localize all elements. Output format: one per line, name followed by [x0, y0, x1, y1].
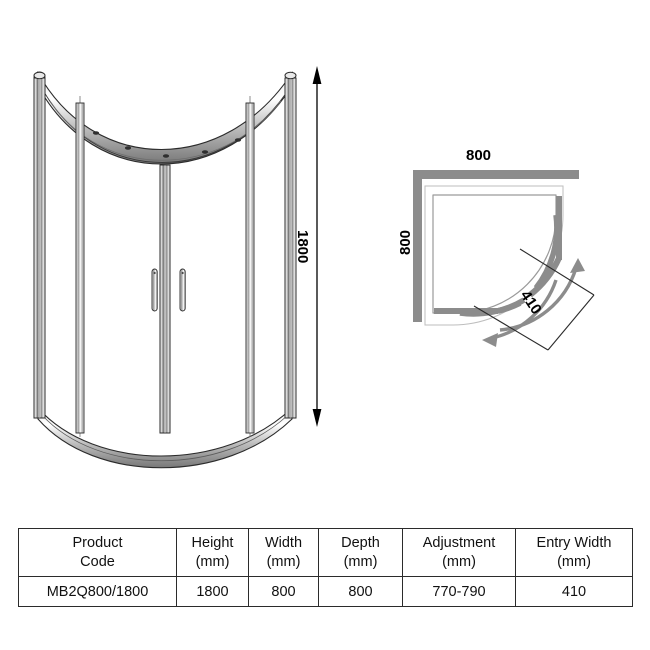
header-line-1: Product — [72, 535, 123, 552]
product-specification-table: Product Code Height (mm) Width (mm) Dept… — [18, 528, 633, 607]
plan-walls — [413, 170, 579, 322]
header-line-2: (mm) — [442, 553, 476, 570]
bottom-rail — [37, 406, 293, 469]
height-dimension-label: 1800 — [294, 230, 311, 264]
table-header-row: Product Code Height (mm) Width (mm) Dept… — [18, 528, 633, 577]
header-line-2: (mm) — [195, 553, 230, 570]
plan-door-arrow-down — [482, 279, 558, 347]
spec-table: Product Code Height (mm) Width (mm) Dept… — [18, 528, 633, 607]
door-handle-right — [179, 268, 186, 312]
header-line-1: Entry Width — [536, 535, 612, 552]
header-line-2: (mm) — [266, 553, 301, 570]
plan-view — [413, 170, 595, 351]
rail-rollers — [92, 131, 242, 158]
plan-width-dimension-label: 800 — [466, 147, 492, 164]
header-line-2: Code — [80, 553, 115, 570]
plan-depth-dimension-label: 800 — [397, 229, 414, 255]
header-line-2: (mm) — [343, 553, 378, 570]
entry-dimension-line — [473, 248, 595, 351]
cell-product-code: MB2Q800/1800 — [18, 576, 177, 607]
post-center — [159, 164, 171, 434]
front-elevation-view — [33, 66, 322, 469]
cell-entry-width: 410 — [515, 576, 633, 607]
plan-sliding-doors — [459, 214, 562, 317]
header-product-code: Product Code — [18, 528, 177, 577]
cell-adjustment: 770-790 — [402, 576, 516, 607]
header-line-1: Height — [191, 535, 234, 552]
post-right — [284, 71, 297, 419]
header-height: Height (mm) — [176, 528, 249, 577]
plan-door-arrow-up — [499, 258, 585, 332]
header-line-2: (mm) — [557, 553, 591, 570]
table-row: MB2Q800/1800 1800 800 800 770-790 410 — [18, 576, 633, 607]
cell-width: 800 — [248, 576, 319, 607]
header-line-1: Depth — [341, 535, 380, 552]
height-dimension-line — [312, 66, 322, 427]
post-left-inner — [75, 102, 85, 434]
header-line-1: Width — [264, 535, 303, 552]
cell-height: 1800 — [176, 576, 249, 607]
header-line-1: Adjustment — [422, 535, 496, 552]
plan-tray-outline — [424, 185, 564, 326]
post-left — [33, 71, 46, 419]
cell-depth: 800 — [318, 576, 403, 607]
header-depth: Depth (mm) — [318, 528, 403, 577]
door-handle-left — [151, 268, 158, 312]
header-entry-width: Entry Width (mm) — [515, 528, 633, 577]
header-width: Width (mm) — [248, 528, 319, 577]
post-right-inner — [245, 102, 255, 434]
header-adjustment: Adjustment (mm) — [402, 528, 516, 577]
